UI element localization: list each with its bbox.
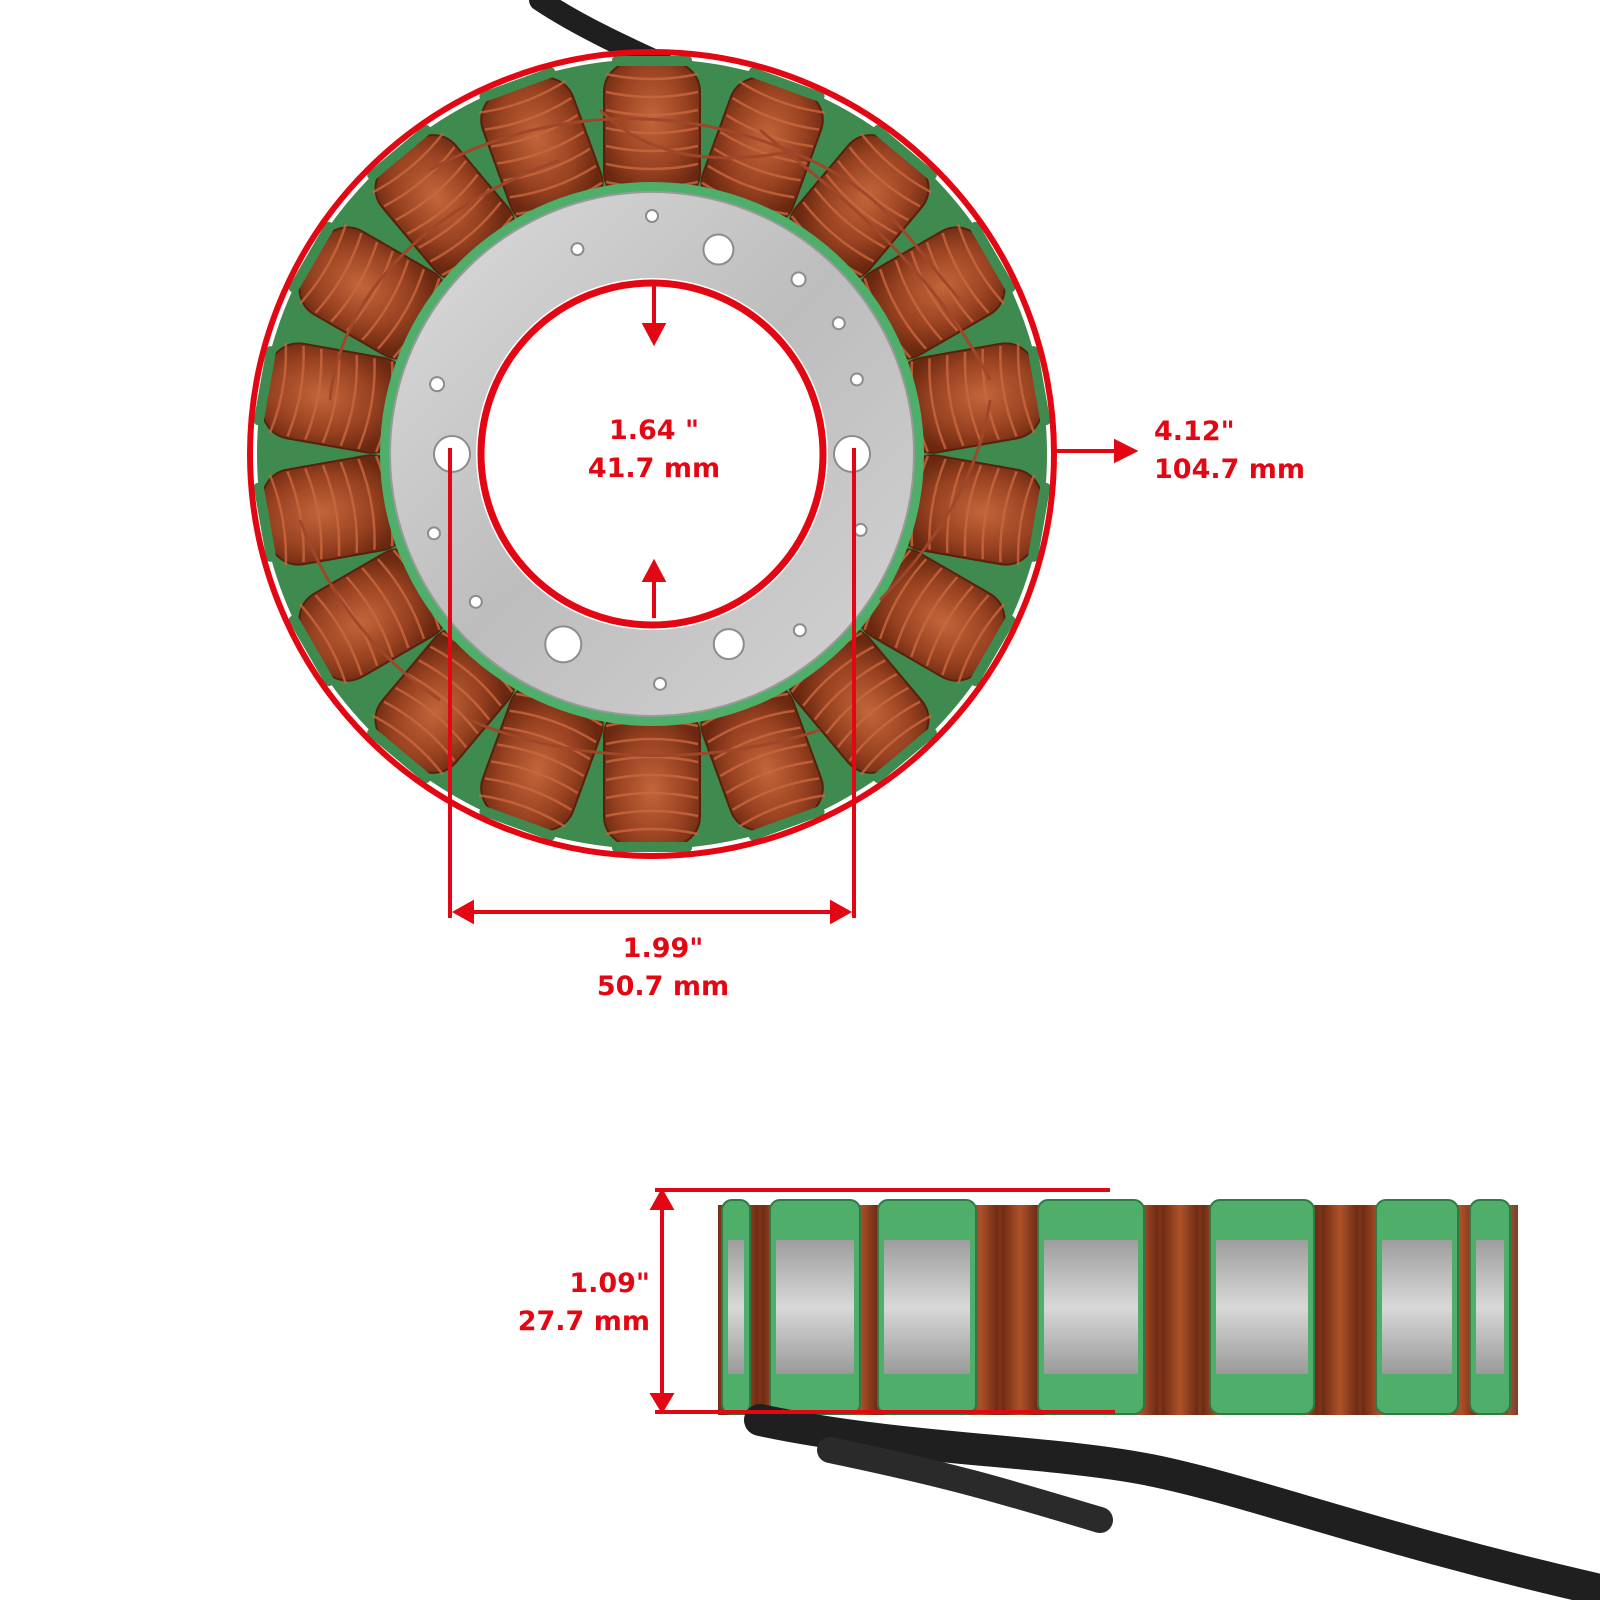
plate-hole: [712, 628, 745, 661]
plate-hole: [426, 526, 441, 541]
coil: [856, 548, 1016, 687]
plate-hole: [849, 372, 864, 387]
side-pole: [877, 1199, 977, 1415]
plate-hole: [790, 271, 807, 288]
outer-diameter-label: 4.12" 104.7 mm: [1154, 413, 1305, 489]
cable-bottom: [744, 1404, 1600, 1600]
bolt-spacing-label: 1.99" 50.7 mm: [563, 930, 763, 1006]
coil: [253, 342, 409, 454]
coil: [603, 56, 701, 203]
plate-hole: [702, 233, 735, 266]
side-pole: [721, 1199, 751, 1415]
stator-side-view: [718, 1199, 1600, 1600]
outer-diameter-arrow: [1055, 438, 1139, 464]
plate-holes: [426, 209, 871, 691]
stator-plate-edge: [389, 191, 915, 717]
inner-diameter-ring: [477, 279, 827, 629]
stator-top-view: [253, 56, 1051, 852]
plate-hole: [853, 522, 868, 537]
stray-wires: [298, 108, 992, 757]
inner-diameter-mm: 41.7 mm: [587, 453, 721, 484]
bolt-spacing-mm: 50.7 mm: [596, 971, 730, 1002]
inner-diameter-inch: 1.64 ": [608, 415, 700, 446]
outer-diameter-inch: 4.12": [1154, 416, 1235, 447]
stator-bore: [476, 278, 828, 630]
plate-hole: [831, 316, 846, 331]
inner-diameter-arrows: [641, 286, 667, 618]
height-inch: 1.09": [569, 1268, 650, 1299]
coil: [478, 67, 604, 227]
outer-diameter-mm: 104.7 mm: [1154, 454, 1306, 485]
plate-hole: [570, 242, 585, 257]
plate-hole: [792, 623, 807, 638]
coil: [856, 221, 1016, 360]
plate-hole: [468, 594, 483, 609]
side-pole: [1469, 1199, 1511, 1415]
cable-bottom-2: [817, 1437, 1113, 1533]
side-pole: [769, 1199, 861, 1415]
inner-diameter-label: 1.64 " 41.7 mm: [554, 412, 754, 488]
plate-hole: [544, 625, 583, 664]
coil: [478, 681, 604, 841]
height-dimension-lines: [649, 1187, 1115, 1414]
height-label: 1.09" 27.7 mm: [470, 1265, 650, 1341]
coil: [788, 627, 937, 783]
side-pole: [1375, 1199, 1459, 1415]
bolt-spacing-inch: 1.99": [622, 933, 704, 964]
stator-coils: [253, 56, 1051, 852]
side-poles: [721, 1199, 1511, 1415]
coil: [700, 681, 826, 841]
side-pole: [1209, 1199, 1315, 1415]
coil: [603, 705, 701, 852]
coil: [367, 125, 516, 281]
coil: [288, 221, 448, 360]
outer-diameter-ring: [247, 49, 1057, 859]
plate-hole: [645, 209, 659, 223]
plate-hole: [653, 676, 668, 691]
coil: [700, 67, 826, 227]
coil: [788, 125, 937, 281]
bolt-spacing-lines: [448, 448, 856, 925]
side-pole: [1037, 1199, 1145, 1415]
plate-hole: [429, 376, 446, 393]
height-mm: 27.7 mm: [517, 1306, 650, 1337]
